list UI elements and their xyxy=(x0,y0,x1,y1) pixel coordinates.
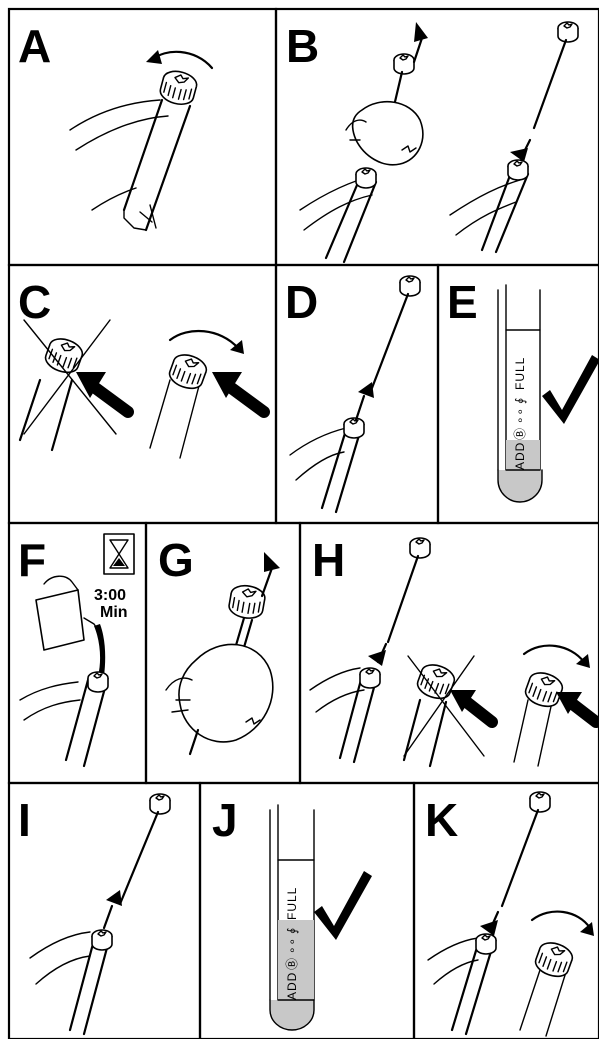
filler-tube-icon xyxy=(66,680,106,766)
timer-unit: Min xyxy=(100,604,128,621)
dipstick-marking-labels: ADD Ⓑ ∘∘ ∮ FULL xyxy=(513,357,527,470)
dipstick-cap-icon-correct xyxy=(523,669,566,711)
panel-i-letter: I xyxy=(18,794,31,846)
panel-d-letter: D xyxy=(285,276,318,328)
dipstick-cap-icon-wrong xyxy=(415,661,458,703)
hand-icon xyxy=(44,576,78,590)
dipstick-icon xyxy=(502,810,538,906)
panel-h-illustration xyxy=(310,538,596,766)
insert-arrow-icon xyxy=(356,396,364,420)
filler-tube-icon xyxy=(514,700,552,766)
tube-opening-icon xyxy=(508,160,528,180)
panel-b-letter: B xyxy=(286,20,319,72)
panel-e-letter: E xyxy=(447,276,478,328)
tube-opening-icon xyxy=(88,672,108,692)
filler-tube-icon xyxy=(322,430,360,512)
dipstick-cap-icon xyxy=(558,22,578,42)
filler-tube-icon xyxy=(70,940,108,1034)
label-full: FULL xyxy=(285,887,299,920)
filler-tube-icon xyxy=(520,970,566,1036)
dipstick-cap-icon xyxy=(400,276,420,296)
panel-f-letter: F xyxy=(18,534,46,586)
insert-arrow-icon xyxy=(104,906,112,928)
dipstick-icon xyxy=(120,812,158,904)
filler-tube-icon xyxy=(404,700,446,766)
tube-opening-icon xyxy=(92,930,112,950)
wiping-rag-icon xyxy=(353,102,423,165)
filler-tube-icon xyxy=(452,944,492,1034)
clockwise-arrow-icon xyxy=(524,646,584,662)
panel-b-illustration xyxy=(300,22,578,262)
dipstick-cap-icon xyxy=(410,538,430,558)
pull-up-arrow-icon xyxy=(262,568,272,596)
panel-j-letter: J xyxy=(212,794,238,846)
tube-opening-icon xyxy=(360,668,380,688)
panel-g-letter: G xyxy=(158,534,194,586)
filler-tube-icon xyxy=(482,170,528,252)
label-full: FULL xyxy=(513,357,527,390)
counterclockwise-arrow-icon xyxy=(152,52,212,68)
timer-value: 3:00 xyxy=(94,587,126,604)
label-mark-3: ∮ xyxy=(285,927,299,934)
label-add: ADD xyxy=(513,442,527,470)
panel-b-frame xyxy=(276,9,599,265)
label-add: ADD xyxy=(285,972,299,1000)
clockwise-arrow-icon xyxy=(532,912,590,928)
panel-j-illustration: ADD Ⓑ ∘∘ ∮ FULL xyxy=(270,805,372,1030)
dipstick-cap-icon xyxy=(150,794,170,814)
dipstick-cap-icon xyxy=(158,68,199,108)
panel-c-illustration xyxy=(20,320,264,458)
panel-a-letter: A xyxy=(18,20,51,72)
label-mark-2: ∘∘ xyxy=(513,407,527,424)
panel-e-illustration: ADD Ⓑ ∘∘ ∮ FULL xyxy=(498,285,599,502)
panel-a-illustration xyxy=(70,50,212,230)
clockwise-arrow-icon xyxy=(170,331,238,348)
pointer-arrow-icon xyxy=(464,700,492,722)
checkmark-icon xyxy=(314,871,372,940)
label-mark-3: ∮ xyxy=(513,397,527,404)
panel-i-frame xyxy=(9,783,200,1039)
dipstick-icon xyxy=(372,294,408,388)
label-mark-1: Ⓑ xyxy=(513,427,527,440)
oil-stream xyxy=(94,624,105,676)
filler-tube-icon xyxy=(124,100,190,230)
filler-tube-icon xyxy=(20,380,72,450)
pointer-arrow-icon xyxy=(570,702,596,722)
dipstick-marking-labels: ADD Ⓑ ∘∘ ∮ FULL xyxy=(285,887,299,1000)
label-mark-2: ∘∘ xyxy=(285,937,299,954)
panel-h-letter: H xyxy=(312,534,345,586)
dipstick-cap-icon xyxy=(227,583,266,620)
panel-i-illustration xyxy=(30,794,170,1034)
filler-tube-icon xyxy=(150,380,200,458)
wiping-rag-icon xyxy=(179,644,273,742)
dipstick-cap-icon-correct xyxy=(167,351,210,393)
dipstick-icon xyxy=(534,40,566,128)
dipstick-icon xyxy=(388,556,418,642)
panel-c-letter: C xyxy=(18,276,51,328)
dipstick-cap-icon xyxy=(530,792,550,812)
oil-bottle-icon xyxy=(36,590,84,650)
tube-opening-icon xyxy=(344,418,364,438)
tube-opening-icon xyxy=(476,934,496,954)
tube-opening-icon xyxy=(356,168,376,188)
checkmark-icon xyxy=(542,355,599,424)
label-mark-1: Ⓑ xyxy=(285,957,299,970)
filler-tube-icon xyxy=(340,676,376,762)
hourglass-icon xyxy=(104,534,134,574)
panel-k-letter: K xyxy=(425,794,458,846)
dipstick-cap-icon xyxy=(394,54,414,74)
